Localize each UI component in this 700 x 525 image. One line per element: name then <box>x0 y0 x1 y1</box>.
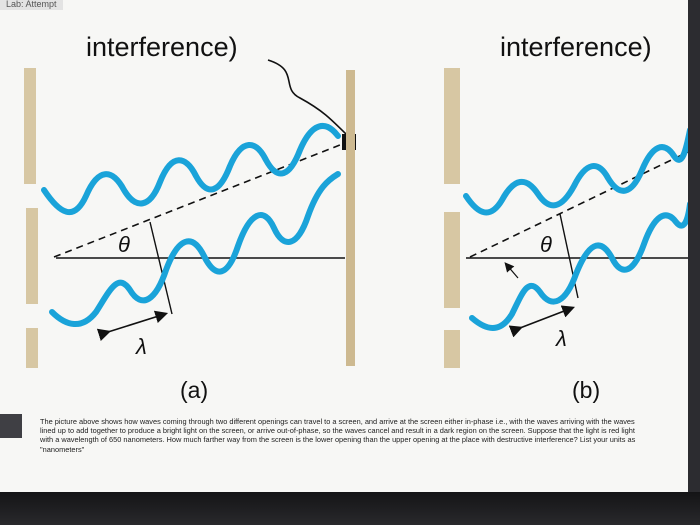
panel-b-theta-label: θ <box>540 232 552 257</box>
monitor-right-edge <box>688 0 700 492</box>
panel-b-lambda-label: λ <box>555 326 567 351</box>
panel-a-barrier-middle <box>26 208 38 304</box>
screenshot-page: Lab: Attempt interference) λ θ <box>0 0 688 492</box>
panel-a-theta-label: θ <box>118 232 130 257</box>
panel-b-lower-wave <box>469 201 688 331</box>
panel-a-barrier-bottom <box>26 328 38 368</box>
panel-b-dashed-line <box>469 151 688 258</box>
page-tab-title: Lab: Attempt <box>0 0 63 10</box>
panel-b-title: interference) <box>500 32 652 62</box>
panel-a-dashed-line <box>53 142 346 258</box>
panel-b-barrier-bottom <box>444 330 460 368</box>
question-marker-tab <box>0 414 22 438</box>
panel-a-path-difference-line <box>149 221 173 315</box>
panel-a-lower-wave <box>49 171 341 327</box>
interference-figure: interference) λ θ (a) interference) <box>24 32 688 403</box>
question-text: The picture above shows how waves coming… <box>40 417 636 454</box>
panel-a-screen-bar <box>346 70 355 366</box>
panel-a-lambda-label: λ <box>135 334 147 359</box>
panel-a-upper-wave <box>41 123 341 216</box>
panel-b-small-arrow <box>504 262 519 279</box>
monitor-bezel <box>0 492 700 525</box>
panel-a-caption: (a) <box>180 377 208 403</box>
panel-a-pointer-line <box>267 59 351 139</box>
panel-b-barrier-top <box>444 68 460 184</box>
panel-b-upper-wave <box>463 127 688 216</box>
panel-a-barrier-top <box>24 68 36 184</box>
panel-a-title: interference) <box>86 32 238 62</box>
panel-a-wavelength-arrow <box>96 310 169 341</box>
panel-b-caption: (b) <box>572 377 600 403</box>
panel-b-wavelength-arrow <box>508 305 575 338</box>
panel-b-barrier-middle <box>444 212 460 308</box>
